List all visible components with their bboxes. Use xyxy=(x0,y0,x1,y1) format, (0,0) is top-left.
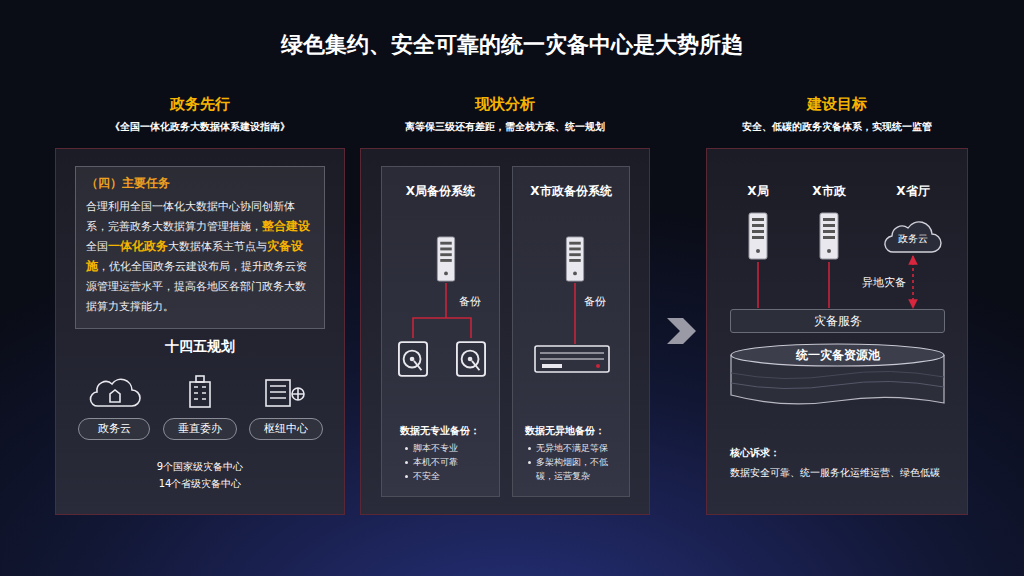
highlight-text: 整合建设 xyxy=(262,219,310,233)
pill-box: 垂直委办 xyxy=(163,418,237,440)
body-text: 安全、低碳的政务灾备体系，实现统一监管 xyxy=(706,120,968,134)
bullet-item: 无异地不满足等保 xyxy=(527,441,621,455)
free-label: 十四五规划 xyxy=(130,338,270,356)
heading-text: 枢纽中心 xyxy=(250,419,322,439)
system-box: X局备份系统备份数据无专业备份： 脚本不专业本机不可靠不安全 xyxy=(381,166,500,497)
body-text: 备份 xyxy=(584,294,606,309)
task-body: 合理利用全国一体化大数据中心协同创新体系，完善政务大数据算力管理措施，整合建设全… xyxy=(76,196,324,324)
edge-label: 异地灾备 xyxy=(862,275,906,290)
heading-text: 统一灾备资源池 xyxy=(730,347,945,364)
heading-text: 政务云 xyxy=(884,232,942,246)
free-label: X省厅 xyxy=(843,183,983,200)
column-panel: 建设目标安全、低碳的政务灾备体系，实现统一监管核心诉求： 数据安全可靠、统一服务化… xyxy=(706,95,968,515)
heading-text: （四）主要任务 xyxy=(76,167,324,196)
page-title: 绿色集约、安全可靠的统一灾备中心是大势所趋 xyxy=(0,30,1024,60)
highlight-text: 一体化政务 xyxy=(108,239,168,253)
service-bar: 灾备服务 xyxy=(730,309,945,333)
free-label: X局 xyxy=(688,183,828,200)
heading-text: X局备份系统 xyxy=(382,183,499,200)
bullet-item: 多架构烟囱，不低碳，运营复杂 xyxy=(527,455,621,483)
task-box: （四）主要任务合理利用全国一体化大数据中心协同创新体系，完善政务大数据算力管理措… xyxy=(75,166,325,329)
heading-text: 建设目标 xyxy=(706,95,968,114)
heading-text: 政务云 xyxy=(79,419,149,439)
heading-text: 灾备服务 xyxy=(731,310,944,332)
dashed-connector xyxy=(912,256,914,308)
bullet-item: 不安全 xyxy=(404,469,498,483)
free-label: 14个省级灾备中心 xyxy=(130,477,270,491)
body-text: ，优化全国政务云建设布局，提升政务云资源管理运营水平，提高各地区各部门政务大数据… xyxy=(86,260,307,312)
heading-text: 垂直委办 xyxy=(164,419,236,439)
body-text: 离等保三级还有差距，需全栈方案、统一规划 xyxy=(360,120,650,134)
body-text: 大数据体系主节点与 xyxy=(168,240,267,252)
system-box: X市政备份系统备份数据无异地备份： 无异地不满足等保多架构烟囱，不低碳，运营复杂 xyxy=(512,166,630,497)
bullet-list: 脚本不专业本机不可靠不安全 xyxy=(404,441,498,483)
body-text: 《全国一体化政务大数据体系建设指南》 xyxy=(55,120,345,134)
body-text: 核心诉求： xyxy=(730,446,780,460)
body-text: 数据无异地备份： xyxy=(525,424,605,438)
column-panel: 政务先行《全国一体化政务大数据体系建设指南》 （四）主要任务合理利用全国一体化大数… xyxy=(55,95,345,515)
body-text: 备份 xyxy=(459,294,481,309)
free-label: 9个国家级灾备中心 xyxy=(130,460,270,474)
pill-box: 政务云 xyxy=(78,418,150,440)
bullet-item: 脚本不专业 xyxy=(404,441,498,455)
bullet-item: 本机不可靠 xyxy=(404,455,498,469)
heading-text: X市政备份系统 xyxy=(513,183,629,200)
pill-box: 枢纽中心 xyxy=(249,418,323,440)
heading-text: 政务先行 xyxy=(55,95,345,114)
free-label: X市政 xyxy=(759,183,899,200)
resource-pool: 统一灾备资源池 xyxy=(730,343,945,409)
heading-text: 现状分析 xyxy=(360,95,650,114)
bullet-list: 无异地不满足等保多架构烟囱，不低碳，运营复杂 xyxy=(527,441,621,483)
cloud-node: 政务云 xyxy=(884,217,942,255)
column-panel: 现状分析离等保三级还有差距，需全栈方案、统一规划 X局备份系统备份数据无专业备份：… xyxy=(360,95,650,515)
body-text: 全国 xyxy=(86,240,108,252)
body-text: 数据无专业备份： xyxy=(400,424,480,438)
body-text: 数据安全可靠、统一服务化运维运营、绿色低碳 xyxy=(730,465,962,480)
